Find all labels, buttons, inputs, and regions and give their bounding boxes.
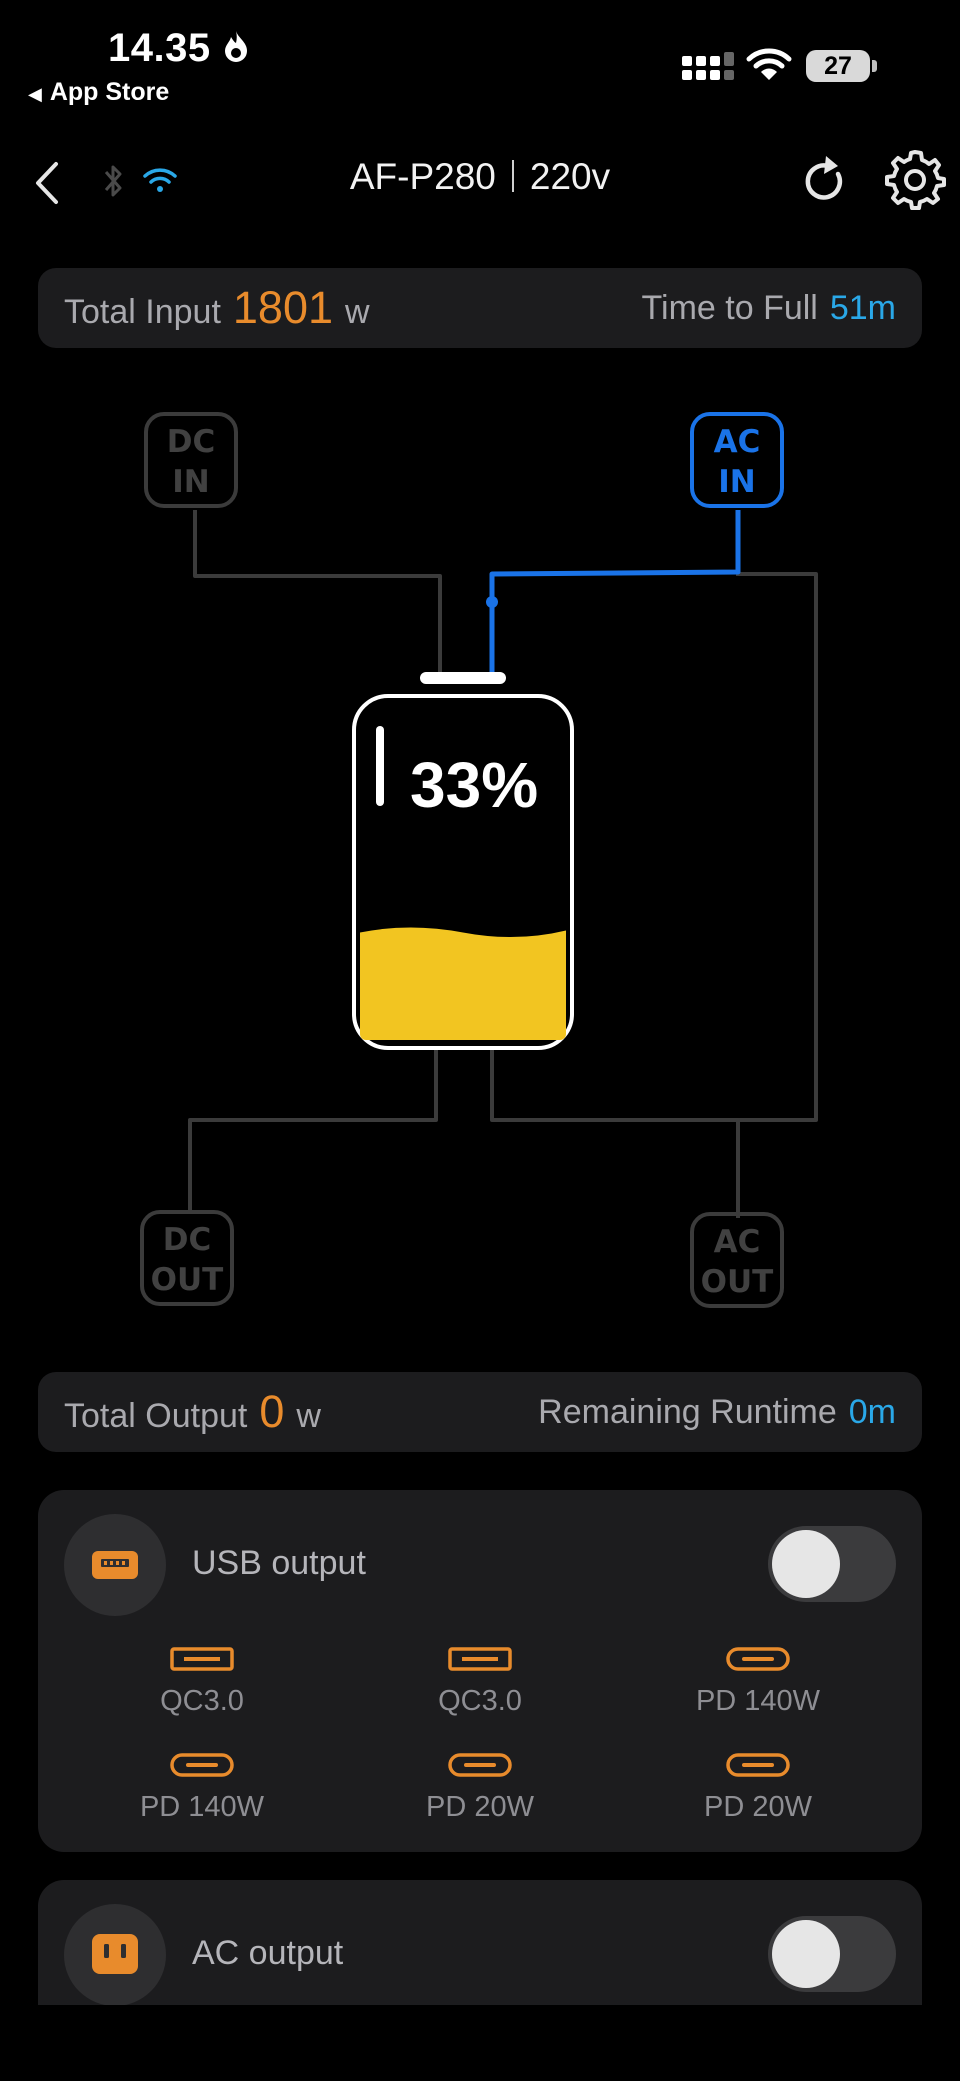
bluetooth-icon xyxy=(104,165,122,197)
total-input-label: Total Input xyxy=(64,293,221,331)
refresh-icon[interactable] xyxy=(800,152,850,208)
usb-c-port-icon xyxy=(726,1753,790,1777)
flow-indicator xyxy=(486,596,498,608)
usb-port-item: QC3.0 xyxy=(102,1646,302,1718)
ac-out-port[interactable]: AC OUT xyxy=(690,1212,784,1308)
ac-out-line2: OUT xyxy=(700,1264,774,1300)
time-to-full: Time to Full 51m xyxy=(642,289,896,328)
ac-out-line xyxy=(490,1048,740,1218)
battery-terminal xyxy=(420,672,506,684)
dc-out-line xyxy=(188,1048,438,1212)
battery-highlight xyxy=(376,726,384,806)
usb-port-item: QC3.0 xyxy=(380,1646,580,1718)
usb-port-label: QC3.0 xyxy=(438,1685,522,1717)
remaining-runtime: Remaining Runtime 0m xyxy=(538,1393,896,1432)
ac-in-line1: AC xyxy=(713,424,761,460)
dc-in-line2: IN xyxy=(172,464,210,500)
usb-port-item: PD 20W xyxy=(380,1752,580,1824)
dc-in-line xyxy=(193,510,442,672)
usb-port-icon xyxy=(92,1551,138,1579)
battery-cap xyxy=(872,60,877,72)
usb-a-port-icon xyxy=(170,1647,234,1671)
dc-out-line2: OUT xyxy=(150,1262,224,1298)
ac-output-card: AC output xyxy=(38,1880,922,2005)
wifi-connection-icon xyxy=(143,168,177,192)
total-input: Total Input 1801 w xyxy=(64,282,370,334)
usb-port-label: PD 20W xyxy=(426,1791,534,1823)
battery-fill-wave xyxy=(360,927,566,951)
power-flow-lines xyxy=(188,510,818,1218)
usb-port-item: PD 140W xyxy=(658,1646,858,1718)
usb-port-label: QC3.0 xyxy=(160,1685,244,1717)
usb-icon-circle xyxy=(64,1514,166,1616)
total-output-unit: w xyxy=(296,1397,321,1435)
ac-outlet-icon xyxy=(92,1934,138,1974)
usb-c-port-icon xyxy=(726,1647,790,1671)
ac-in-active-line xyxy=(489,510,741,672)
usb-port-label: PD 140W xyxy=(695,1685,821,1717)
usb-c-port-icon xyxy=(448,1753,512,1777)
total-output-label: Total Output xyxy=(64,1397,248,1435)
usb-ports-grid: QC3.0 QC3.0 PD 140W PD 140W PD 20W PD 20W xyxy=(102,1646,922,1824)
dc-out-port[interactable]: DC OUT xyxy=(140,1210,234,1306)
usb-output-card: USB output QC3.0 QC3.0 PD 140W PD 140W PD 20… xyxy=(38,1490,922,1852)
flame-icon xyxy=(225,31,248,62)
time-to-full-value: 51m xyxy=(829,288,896,327)
total-output-value: 0 xyxy=(259,1386,285,1437)
total-input-bar: Total Input 1801 w Time to Full 51m xyxy=(38,268,922,348)
ac-out-line1: AC xyxy=(713,1224,761,1260)
usb-a-port-icon xyxy=(448,1647,512,1671)
wifi-icon xyxy=(746,48,792,80)
cellular-signal-icon xyxy=(682,52,734,80)
ac-in-port[interactable]: AC IN xyxy=(690,412,784,508)
usb-c-port-icon xyxy=(170,1753,234,1777)
usb-port-item: PD 140W xyxy=(102,1752,302,1824)
battery-fill xyxy=(360,938,566,1040)
toggle-knob xyxy=(772,1530,840,1598)
ac-output-toggle[interactable] xyxy=(768,1916,896,1992)
ac-in-line2: IN xyxy=(718,464,756,500)
usb-port-label: PD 20W xyxy=(704,1791,812,1823)
time-to-full-label: Time to Full xyxy=(641,288,818,327)
dc-out-line1: DC xyxy=(162,1222,212,1258)
usb-output-toggle[interactable] xyxy=(768,1526,896,1602)
battery-status: 27 xyxy=(806,50,870,82)
usb-output-title: USB output xyxy=(192,1544,366,1582)
status-time: 14.35 xyxy=(108,26,250,71)
ac-icon-circle xyxy=(64,1904,166,2005)
dc-in-port[interactable]: DC IN xyxy=(144,412,238,508)
back-triangle-icon: ◀ xyxy=(28,84,42,104)
usb-port-label: PD 140W xyxy=(139,1791,265,1823)
settings-gear-icon[interactable] xyxy=(884,148,946,210)
remaining-runtime-label: Remaining Runtime xyxy=(538,1392,837,1431)
total-input-value: 1801 xyxy=(232,282,333,333)
remaining-runtime-value: 0m xyxy=(848,1392,896,1431)
usb-port-item: PD 20W xyxy=(658,1752,858,1824)
back-chevron-icon[interactable] xyxy=(30,158,64,208)
toggle-knob xyxy=(772,1920,840,1988)
ac-in-bypass-line xyxy=(736,572,818,1122)
ac-output-title: AC output xyxy=(192,1934,344,1972)
dc-in-line1: DC xyxy=(166,424,216,460)
battery-percent: 33% xyxy=(410,749,539,821)
total-input-unit: w xyxy=(345,293,370,331)
back-to-app-store[interactable]: ◀App Store xyxy=(28,78,170,106)
